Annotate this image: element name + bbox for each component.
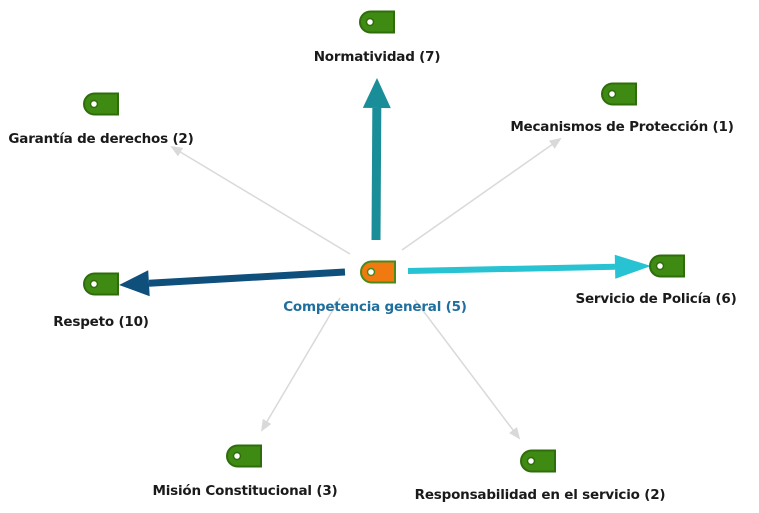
label-mecanismos[interactable]: Mecanismos de Protección (1) [510, 119, 734, 135]
label-respeto[interactable]: Respeto (10) [53, 314, 149, 330]
tag-hole-icon [366, 267, 376, 277]
node-mecanismos[interactable] [601, 82, 637, 106]
edge-mecanismos [401, 137, 562, 251]
edge-mision [260, 297, 341, 432]
tag-shape [359, 10, 395, 34]
label-servicio-policia[interactable]: Servicio de Policía (6) [575, 291, 737, 307]
edge-responsabilidad [414, 299, 521, 440]
edge-respeto-arrowhead [119, 270, 150, 297]
tag-shape [83, 272, 119, 296]
tag-shape [83, 92, 119, 116]
tag-hole-icon [232, 451, 242, 461]
edge-garantia [170, 145, 351, 255]
node-garantia[interactable] [83, 92, 119, 116]
node-responsabilidad[interactable] [520, 449, 556, 473]
node-normatividad[interactable] [359, 10, 395, 34]
tag-shape [649, 254, 685, 278]
edge-normatividad-arrowhead [362, 78, 391, 109]
tag-hole-icon [89, 99, 99, 109]
node-mision[interactable] [226, 444, 262, 468]
label-competencia-general[interactable]: Competencia general (5) [283, 299, 467, 315]
tag-shape [601, 82, 637, 106]
label-responsabilidad[interactable]: Responsabilidad en el servicio (2) [414, 487, 666, 503]
edge-respeto [148, 268, 346, 287]
node-servicio-policia[interactable] [649, 254, 685, 278]
tag-shape [226, 444, 262, 468]
edge-servicio-policia-arrowhead [614, 254, 651, 279]
edge-normatividad [371, 107, 382, 241]
tag-hole-icon [89, 279, 99, 289]
tag-hole-icon [526, 456, 536, 466]
node-competencia-general[interactable] [360, 260, 396, 284]
tag-hole-icon [655, 261, 665, 271]
label-normatividad[interactable]: Normatividad (7) [313, 49, 441, 65]
label-garantia[interactable]: Garantía de derechos (2) [8, 131, 194, 147]
tag-hole-icon [365, 17, 375, 27]
tag-shape [360, 260, 396, 284]
tag-shape [520, 449, 556, 473]
edge-servicio-policia [407, 263, 616, 274]
tag-hole-icon [607, 89, 617, 99]
node-respeto[interactable] [83, 272, 119, 296]
label-mision[interactable]: Misión Constitucional (3) [152, 483, 338, 499]
